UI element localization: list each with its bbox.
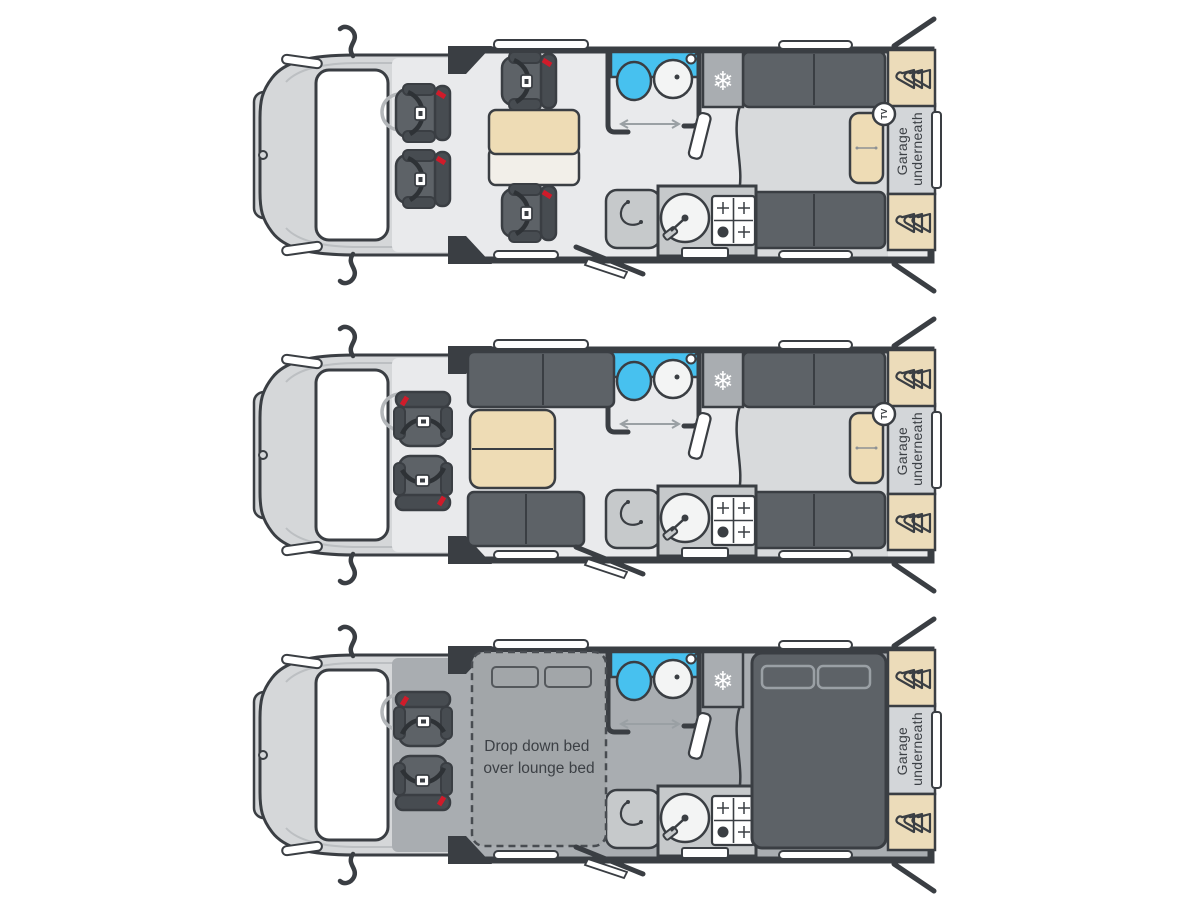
rear-bed: [750, 651, 888, 850]
garage-label: Garage underneath: [894, 712, 925, 786]
cab-seat-swivelled: [394, 692, 452, 746]
fridge: [701, 350, 745, 409]
fridge: [701, 650, 745, 709]
floorplan-night: ❄ Drop down bed over lounge bed Garage u…: [254, 619, 941, 891]
cab-seat: [396, 150, 450, 208]
cab-seat-swivelled: [394, 456, 452, 510]
fridge: [701, 50, 745, 109]
tv-badge: [871, 101, 897, 127]
cab-seat-swivelled: [394, 756, 452, 810]
floorplan-lounge: ❄ TV Garage underneath: [254, 319, 941, 591]
travel-seat: [502, 52, 556, 110]
drop-bed-label: Drop down bed over lounge bed: [483, 738, 594, 777]
front-lounge-sofa: [466, 350, 616, 409]
snowflake-icon: ❄: [712, 667, 734, 697]
kitchen: [604, 484, 758, 558]
snowflake-icon: ❄: [712, 367, 734, 397]
pillow: [544, 666, 592, 688]
floorplan-travel: ❄ TV Garage underneath: [254, 19, 941, 291]
kitchen: [604, 784, 758, 858]
pillow: [491, 666, 539, 688]
kitchen: [604, 184, 758, 258]
snowflake-icon: ❄: [712, 67, 734, 97]
pillow: [816, 664, 872, 690]
garage-label: Garage underneath: [894, 112, 925, 186]
rear-lounge: [735, 50, 890, 260]
rear-lounge: [735, 350, 890, 560]
garage-label: Garage underneath: [894, 412, 925, 486]
tv-badge: [871, 401, 897, 427]
cab-seat: [396, 84, 450, 142]
tv-label: TV: [879, 408, 889, 419]
drop-down-bed: Drop down bed over lounge bed: [470, 650, 608, 848]
pillow: [760, 664, 816, 690]
tv-label: TV: [879, 108, 889, 119]
travel-seat: [502, 184, 556, 242]
dinette-table: [487, 108, 581, 156]
cab-seat-swivelled: [394, 392, 452, 446]
